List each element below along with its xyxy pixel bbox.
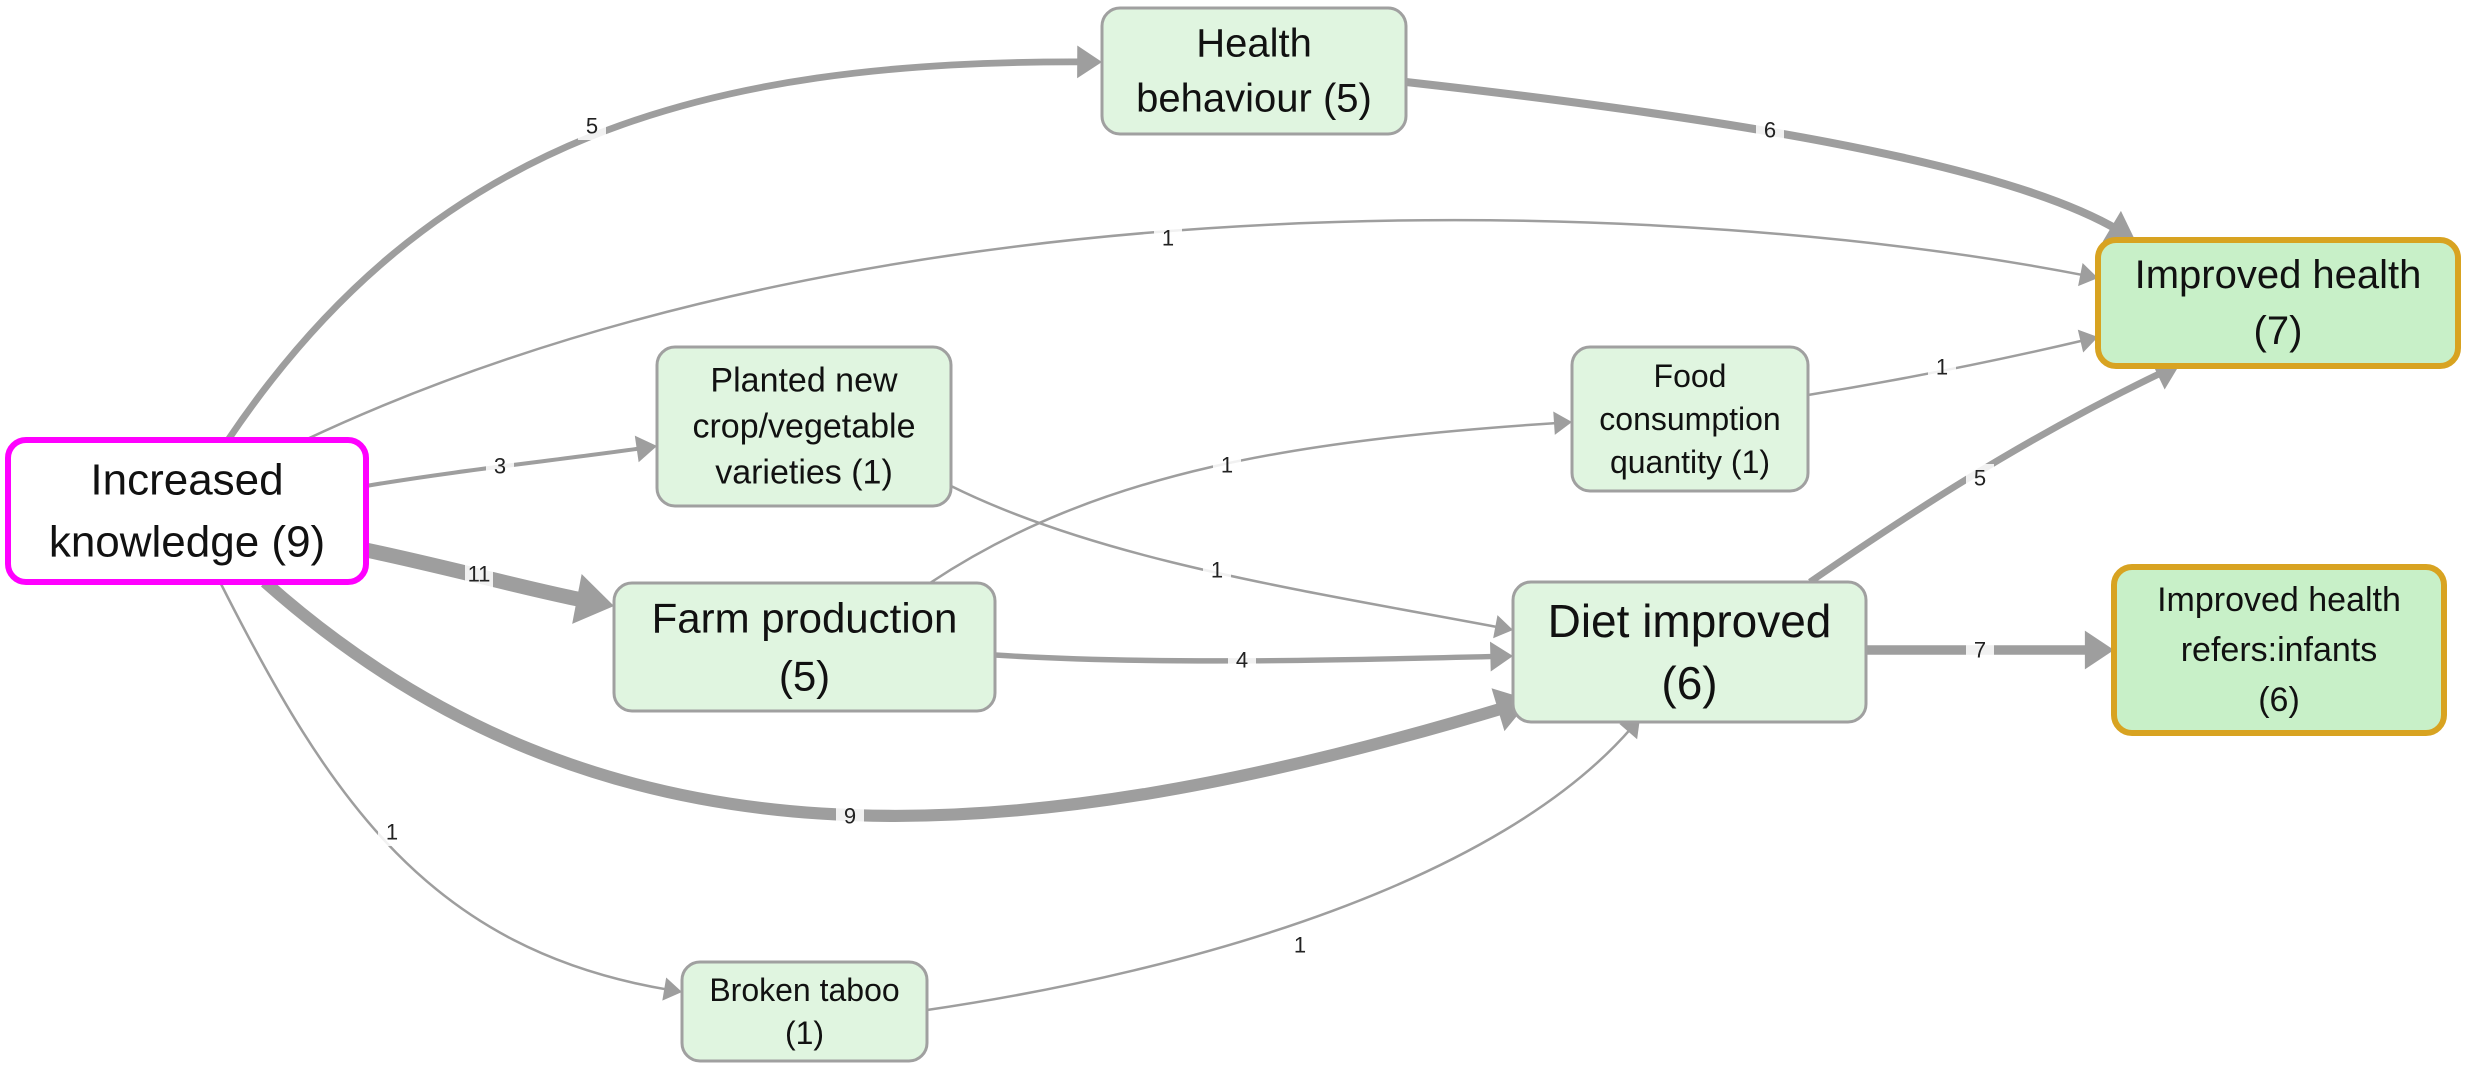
edge-label-background bbox=[1966, 636, 1994, 664]
edge-farm_production-to-food_consumption: 1 bbox=[929, 411, 1572, 585]
node-health-behaviour[interactable]: Health behaviour (5) bbox=[1100, 6, 1408, 136]
node-box bbox=[612, 581, 997, 713]
edge-farm_production-to-diet_improved: 4 bbox=[994, 641, 1513, 674]
edge-arrowhead bbox=[1493, 615, 1513, 639]
edge-increased_knowledge-to-health_behaviour: 5 bbox=[225, 45, 1102, 442]
node-label-line: Health bbox=[1196, 22, 1312, 66]
edge-diet_improved-to-improved_health: 5 bbox=[1808, 359, 2180, 585]
node-label-line: (7) bbox=[2254, 309, 2303, 353]
edge-arrowhead bbox=[2077, 329, 2098, 353]
edge-line bbox=[1405, 77, 2121, 234]
edge-label: 6 bbox=[1764, 118, 1776, 143]
node-box bbox=[1100, 6, 1408, 136]
edge-planted_new-to-diet_improved: 1 bbox=[950, 484, 1513, 639]
node-label-line: Diet improved bbox=[1548, 595, 1832, 647]
edge-line bbox=[218, 581, 670, 992]
edge-label: 1 bbox=[1936, 355, 1948, 380]
edge-increased_knowledge-to-farm_production: 11 bbox=[364, 542, 614, 624]
edge-label-background bbox=[1203, 556, 1231, 584]
edge-label: 4 bbox=[1236, 648, 1248, 673]
edge-label: 7 bbox=[1974, 638, 1986, 663]
edge-label: 3 bbox=[494, 454, 506, 479]
edge-increased_knowledge-to-improved_health: 1 bbox=[304, 218, 2098, 442]
edge-arrowhead bbox=[662, 977, 682, 1001]
node-box bbox=[1570, 345, 1810, 493]
edge-label-background bbox=[1928, 353, 1956, 381]
edge-arrowhead bbox=[1490, 641, 1513, 672]
node-label-line: Broken taboo bbox=[709, 972, 899, 1008]
edge-label-background bbox=[1228, 646, 1256, 674]
node-label-line: Improved health bbox=[2135, 253, 2422, 297]
node-label-line: Increased bbox=[90, 456, 283, 505]
edge-label-background bbox=[578, 112, 606, 140]
node-label-line: crop/vegetable bbox=[692, 408, 915, 446]
edge-label: 1 bbox=[1211, 558, 1223, 583]
edge-arrowhead bbox=[2078, 263, 2098, 287]
edge-line bbox=[260, 577, 1510, 822]
node-label-line: Planted new bbox=[710, 362, 898, 400]
edge-label: 1 bbox=[1294, 933, 1306, 958]
edge-arrowhead bbox=[572, 574, 614, 624]
node-box bbox=[680, 960, 929, 1063]
edge-label-background bbox=[465, 560, 493, 588]
edge-arrowhead bbox=[2102, 210, 2135, 242]
node-label-line: Farm production bbox=[652, 595, 958, 642]
node-label-line: (6) bbox=[2258, 681, 2300, 719]
node-label-line: behaviour (5) bbox=[1136, 77, 1372, 121]
edge-arrowhead bbox=[1553, 411, 1572, 435]
node-box bbox=[5, 437, 369, 585]
edge-label: 1 bbox=[1162, 226, 1174, 251]
edge-label: 5 bbox=[1974, 466, 1986, 491]
node-increased-knowledge[interactable]: Increased knowledge (9) bbox=[5, 437, 369, 585]
node-improved-health-infants[interactable]: Improved health refers:infants (6) bbox=[2111, 564, 2447, 736]
node-food-consumption[interactable]: Food consumption quantity (1) bbox=[1570, 345, 1810, 493]
node-box bbox=[2111, 564, 2447, 736]
edge-label-background bbox=[1286, 931, 1314, 959]
edge-line bbox=[304, 218, 2086, 442]
node-box bbox=[1511, 580, 1868, 724]
node-box bbox=[655, 345, 953, 508]
node-box bbox=[2095, 237, 2461, 369]
node-label-line: knowledge (9) bbox=[49, 518, 325, 567]
edge-label: 1 bbox=[1221, 453, 1233, 478]
edge-health_behaviour-to-improved_health: 6 bbox=[1405, 77, 2135, 242]
edge-line bbox=[926, 726, 1633, 1012]
edge-diet_improved-to-improved_health_infants: 7 bbox=[1865, 630, 2114, 670]
node-label-line: quantity (1) bbox=[1610, 444, 1770, 480]
edge-label-background bbox=[836, 802, 864, 830]
node-improved-health[interactable]: Improved health (7) bbox=[2095, 237, 2461, 369]
node-label-line: refers:infants bbox=[2181, 631, 2378, 669]
edge-label: 5 bbox=[586, 114, 598, 139]
node-label-line: consumption bbox=[1599, 401, 1780, 437]
edge-food_consumption-to-improved_health: 1 bbox=[1807, 329, 2098, 397]
edge-label-background bbox=[486, 452, 514, 480]
node-label-line: (6) bbox=[1661, 657, 1717, 709]
edge-label-background bbox=[1966, 464, 1994, 492]
edge-increased_knowledge-to-planted_new: 3 bbox=[365, 435, 657, 488]
node-planted-new[interactable]: Planted new crop/vegetable varieties (1) bbox=[655, 345, 953, 508]
node-label-line: Food bbox=[1654, 358, 1727, 394]
node-diet-improved[interactable]: Diet improved (6) bbox=[1511, 580, 1868, 724]
node-farm-production[interactable]: Farm production (5) bbox=[612, 581, 997, 713]
edge-increased_knowledge-to-broken_taboo: 1 bbox=[218, 581, 682, 1001]
edge-arrowhead bbox=[2084, 630, 2114, 670]
edge-label: 1 bbox=[386, 820, 398, 845]
node-broken-taboo[interactable]: Broken taboo (1) bbox=[680, 960, 929, 1063]
node-label-line: (5) bbox=[779, 653, 830, 700]
edge-label: 9 bbox=[844, 804, 856, 829]
edge-line bbox=[929, 421, 1560, 585]
node-label-line: Improved health bbox=[2157, 581, 2401, 619]
edge-label-background bbox=[1213, 451, 1241, 479]
edge-arrowhead bbox=[1077, 45, 1102, 79]
node-label-line: varieties (1) bbox=[715, 454, 893, 492]
edge-label: 11 bbox=[468, 562, 491, 587]
edge-label-background bbox=[1756, 116, 1784, 144]
edge-label-background bbox=[378, 818, 406, 846]
nodes-layer: Increased knowledge (9) Health behaviour (5… bbox=[5, 6, 2461, 1063]
edge-arrowhead bbox=[634, 435, 657, 463]
node-label-line: (1) bbox=[785, 1015, 824, 1051]
edge-label-background bbox=[1154, 224, 1182, 252]
